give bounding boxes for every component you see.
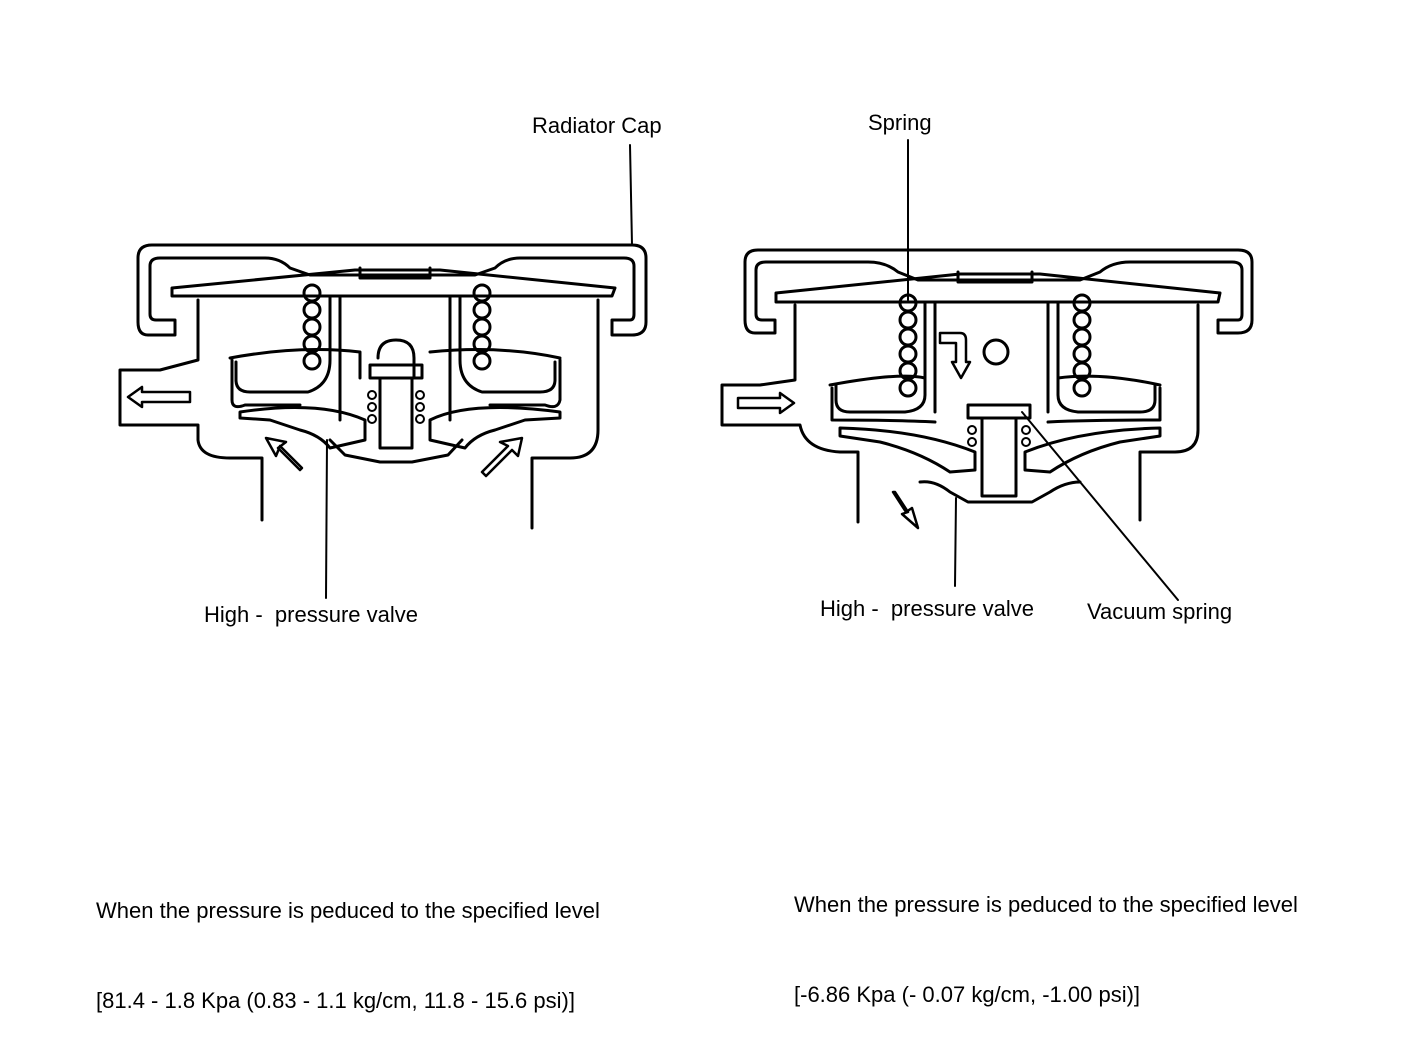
left-radiator-cap — [118, 144, 648, 599]
caption-right: When the pressure is peduced to the spec… — [794, 830, 1298, 1040]
label-high-pressure-valve-left: High - pressure valve — [204, 602, 418, 627]
diagram-canvas — [118, 139, 1254, 601]
caption-left-line2: [81.4 - 1.8 Kpa (0.83 - 1.1 kg/cm, 11.8 … — [96, 988, 575, 1013]
label-spring: Spring — [868, 110, 932, 135]
label-high-pressure-valve-right: High - pressure valve — [820, 596, 1034, 621]
caption-left-line1: When the pressure is peduced to the spec… — [96, 898, 600, 923]
caption-right-line1: When the pressure is peduced to the spec… — [794, 892, 1298, 917]
caption-right-line2: [-6.86 Kpa (- 0.07 kg/cm, -1.00 psi)] — [794, 982, 1141, 1007]
caption-left: When the pressure is peduced to the spec… — [96, 836, 600, 1046]
label-vacuum-spring: Vacuum spring — [1087, 599, 1233, 624]
right-radiator-cap — [720, 139, 1254, 601]
label-radiator-cap: Radiator Cap — [532, 113, 662, 138]
